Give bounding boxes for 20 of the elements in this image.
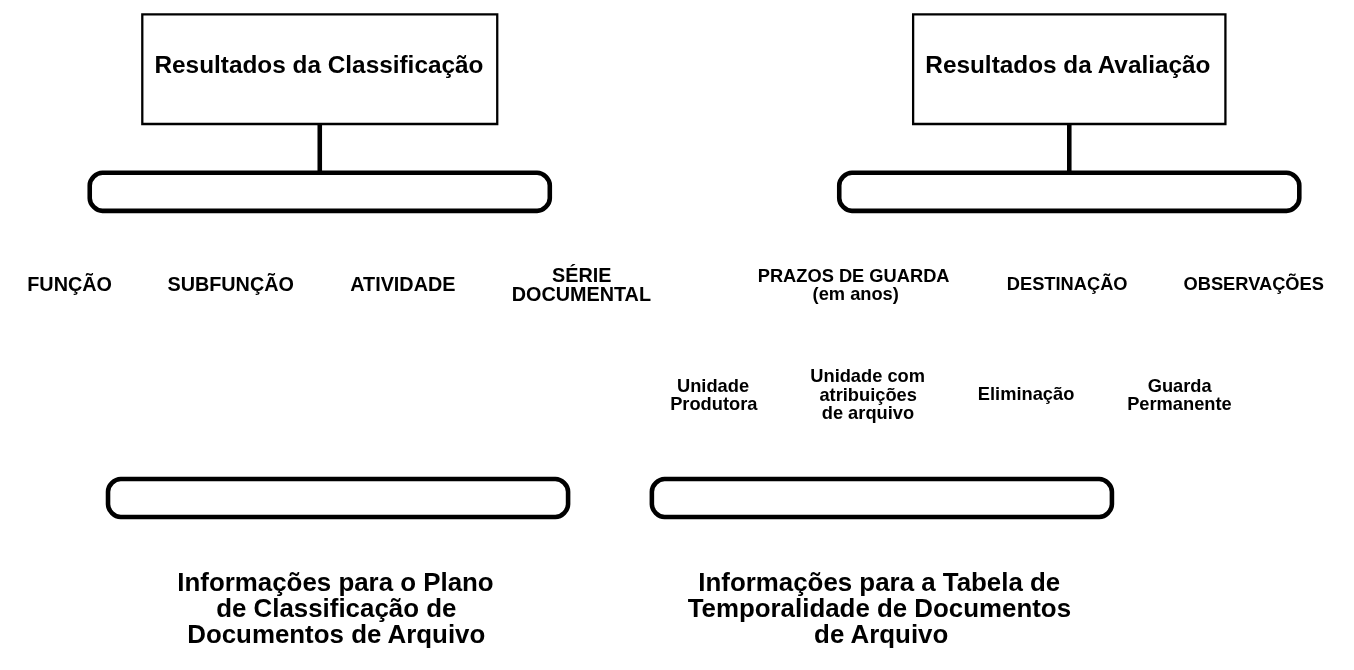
label: Informações para o Plano de Classificação de Documentos de Arquivo [177,568,494,648]
node-brace [87,170,553,214]
label: Guarda Permanente [1127,374,1232,414]
label: Eliminação [977,382,1075,404]
node-box: Resultados da Classificação [141,13,499,126]
label: OBSERVAÇÕES [1183,273,1324,295]
label: Informações para a Tabela de Temporalidade de Documentos de Arquivo [687,568,1072,648]
node-brace [836,170,1302,214]
connector [1067,124,1072,173]
label: PRAZOS DE GUARDA (em anos) [757,264,950,305]
label: DESTINAÇÃO [1006,273,1128,295]
label: SUBFUNÇÃO [167,272,294,295]
node-brace [105,476,571,520]
node-box: Resultados da Avaliação [911,13,1227,126]
label: Unidade Produtora [670,374,758,414]
label: Unidade com atribuições de arquivo [810,365,925,423]
label: ATIVIDADE [350,272,456,295]
node-brace [649,476,1115,520]
label: SÉRIE DOCUMENTAL [511,263,652,306]
connector [317,124,323,173]
